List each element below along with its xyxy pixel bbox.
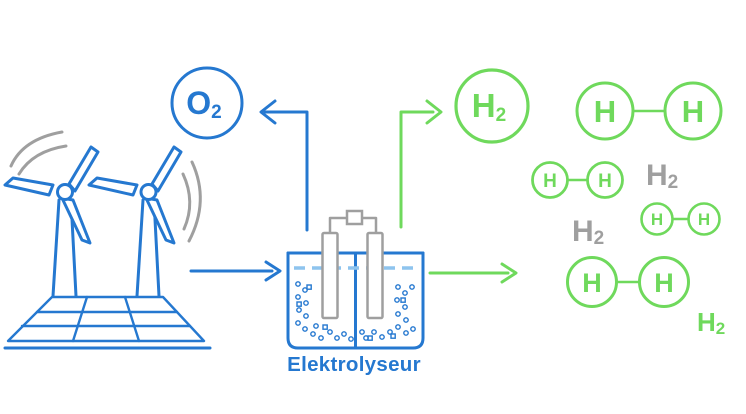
turbine-blade — [150, 145, 183, 193]
electrolyzer-label: Elektrolyseur — [287, 353, 421, 376]
turbine-blade — [87, 176, 139, 197]
electrolyzer: Elektrolyseur — [286, 209, 425, 376]
arrowhead-right-icon — [425, 99, 443, 125]
turbine-blade — [3, 176, 55, 197]
gas-bubbles-right — [359, 284, 416, 341]
h-atom — [575, 81, 635, 141]
panel-gridline — [71, 295, 89, 343]
turbine-hub — [139, 183, 158, 201]
h-atom-label: H — [543, 171, 557, 192]
rotation-arcs-left — [9, 130, 68, 176]
gas-bubbles-left — [295, 281, 354, 342]
panel-outline — [6, 295, 206, 343]
h2-label-gray-lower: H2 — [572, 215, 604, 249]
oxygen-pipe — [263, 110, 309, 232]
tower-leg — [135, 198, 145, 298]
h-atom-label: H — [582, 268, 602, 298]
wind-turbines — [3, 130, 202, 298]
h2-molecule-xsmall: H H — [640, 202, 721, 236]
h-atom — [586, 161, 624, 199]
h2-molecule-large: H H — [575, 81, 723, 141]
h-atom — [566, 256, 618, 308]
electrode-left — [321, 231, 339, 320]
rotation-arcs-right — [181, 160, 202, 243]
electricity-arrow — [189, 260, 282, 282]
hydrogen-pipe — [399, 110, 435, 229]
oxygen-label: O2 — [186, 85, 221, 123]
h-atom-label: H — [651, 210, 663, 229]
h2-molecule-small: H H — [531, 161, 624, 199]
turbine-blade — [144, 196, 176, 245]
turbine-blade — [60, 196, 92, 245]
hydrogen-label: H2 — [472, 87, 506, 126]
hydrogen-output: H2 — [399, 68, 530, 284]
h-atom-label: H — [682, 94, 704, 129]
panel-gridline — [123, 295, 141, 343]
power-source-box — [345, 209, 364, 226]
arrowhead-right-icon — [264, 260, 282, 282]
h-atom — [638, 256, 690, 308]
electrode-right — [366, 231, 384, 320]
oxygen-bubble — [170, 66, 244, 140]
h-atom — [640, 202, 674, 236]
h2-molecule-medium: H H — [566, 256, 690, 308]
h-atom — [663, 81, 723, 141]
arrowhead-left-icon — [259, 99, 277, 125]
arrowhead-right-icon — [500, 262, 518, 284]
oxygen-output: O2 — [170, 66, 309, 232]
power-wire-left — [328, 216, 349, 236]
wind-turbine-right — [87, 145, 183, 298]
h-atom — [531, 161, 569, 199]
h-atom-label: H — [594, 94, 616, 129]
hydrogen-output-arrow — [428, 262, 518, 284]
tower-leg — [51, 198, 61, 298]
solar-panel — [3, 295, 212, 350]
h2-label-green: H2 — [697, 307, 725, 338]
h2-label-gray-upper: H2 — [646, 159, 678, 193]
h-atom — [687, 202, 721, 236]
h-atom-label: H — [654, 268, 674, 298]
h-atom-label: H — [598, 171, 612, 192]
wind-turbine-left — [3, 145, 100, 298]
hydrogen-bubble — [454, 68, 530, 144]
turbine-hub — [56, 183, 74, 201]
h-atom-label: H — [698, 210, 710, 229]
power-wire-right — [360, 216, 378, 236]
